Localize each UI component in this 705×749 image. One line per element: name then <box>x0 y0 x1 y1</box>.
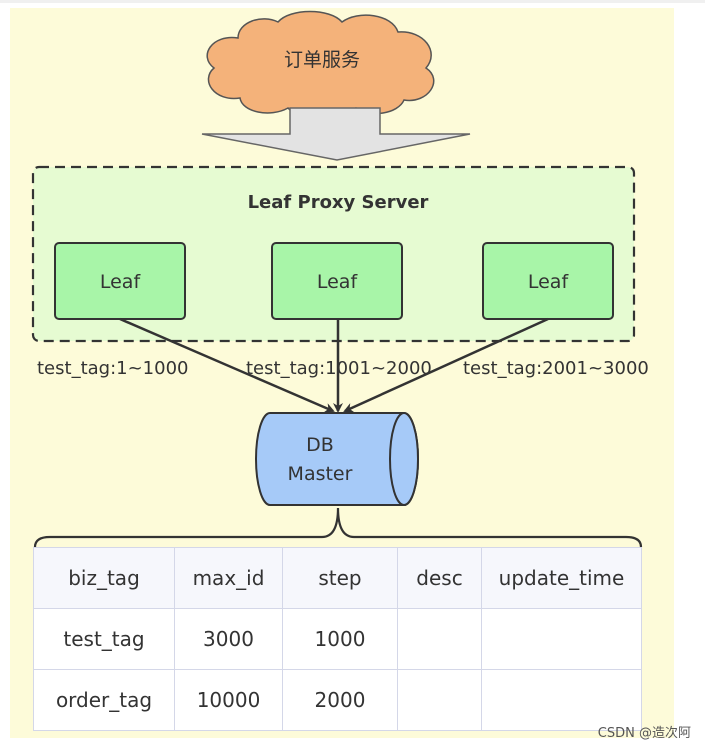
leaf-node-2: Leaf <box>271 242 403 320</box>
range-label-1: test_tag:1~1000 <box>37 358 189 379</box>
cylinder-end <box>389 412 419 506</box>
table-header-row: biz_tag max_id step desc update_time <box>33 547 642 609</box>
table-cell: 2000 <box>282 669 398 731</box>
db-master-cylinder: DB Master <box>255 412 419 506</box>
table-cell: test_tag <box>33 608 175 670</box>
table-cell <box>481 608 642 670</box>
order-service-cloud: 订单服务 <box>206 10 435 120</box>
leaf-alloc-table-wrap: biz_tag max_id step desc update_time tes… <box>33 547 642 731</box>
table-cell: 1000 <box>282 608 398 670</box>
column-header: biz_tag <box>33 547 175 609</box>
column-header: max_id <box>174 547 283 609</box>
leaf-label: Leaf <box>100 271 142 293</box>
table-cell <box>397 669 482 731</box>
table-cell <box>397 608 482 670</box>
arrow-leaf1-to-db <box>119 317 335 413</box>
column-header: desc <box>397 547 482 609</box>
leaf-node-1: Leaf <box>54 242 186 320</box>
table-row: order_tag 10000 2000 <box>33 669 642 731</box>
cloud-shape <box>206 10 435 120</box>
proxy-title: Leaf Proxy Server <box>248 192 429 213</box>
watermark: CSDN @造次阿 <box>597 726 691 741</box>
leaf-alloc-table: biz_tag max_id step desc update_time tes… <box>33 547 642 731</box>
top-border <box>0 0 705 3</box>
table-row: test_tag 3000 1000 <box>33 608 642 670</box>
leaf-label: Leaf <box>528 271 570 293</box>
down-arrow-shape <box>201 107 471 161</box>
table-cell: 10000 <box>174 669 283 731</box>
column-header: step <box>282 547 398 609</box>
table-brace <box>33 507 643 548</box>
column-header: update_time <box>481 547 642 609</box>
range-label-2: test_tag:1001~2000 <box>246 358 432 379</box>
table-cell: order_tag <box>33 669 175 731</box>
db-label-line1: DB <box>306 434 334 456</box>
arrow-leaf3-to-db <box>343 317 549 413</box>
table-cell: 3000 <box>174 608 283 670</box>
leaf-node-3: Leaf <box>482 242 614 320</box>
db-label-line2: Master <box>288 463 353 485</box>
range-label-3: test_tag:2001~3000 <box>463 358 649 379</box>
leaf-label: Leaf <box>317 271 359 293</box>
order-service-label: 订单服务 <box>284 49 360 71</box>
table-cell <box>481 669 642 731</box>
